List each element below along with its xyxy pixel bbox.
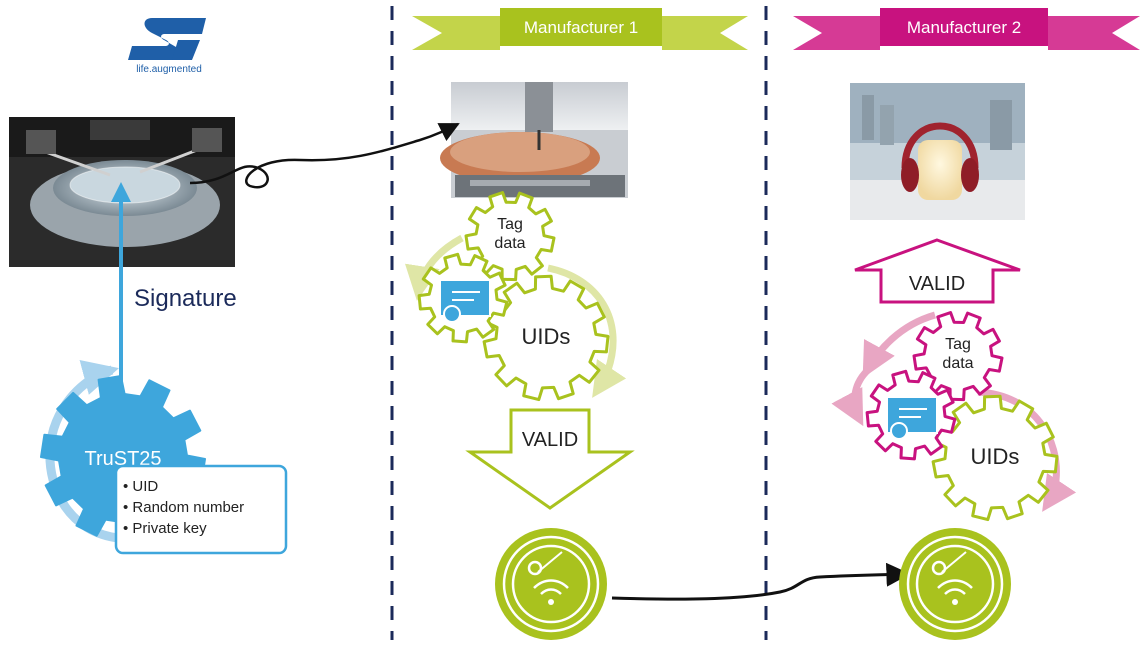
machine-photo — [440, 82, 628, 198]
trust25-title: TruST25 — [84, 448, 161, 470]
mfr1-valid-label: VALID — [522, 429, 578, 451]
mfr1-tag-data-line2: data — [494, 235, 525, 252]
feature-uid: • UID — [123, 478, 158, 495]
mfr1-cycle-arc-right — [547, 264, 627, 398]
st-logo: life.augmented — [128, 18, 206, 75]
trust25-feature-box — [114, 464, 288, 555]
manufacturer-1-banner: Manufacturer 1 — [412, 8, 748, 50]
mfr2-uids-label: UIDs — [971, 444, 1020, 469]
mfr2-valid-label: VALID — [909, 273, 965, 295]
product-photo — [850, 83, 1025, 220]
manufacturer-2-label: Manufacturer 2 — [907, 18, 1021, 37]
manufacturer-2-banner: Manufacturer 2 — [793, 8, 1140, 50]
mfr2-tag-data-line1: Tag — [945, 336, 971, 353]
signature-label: Signature — [134, 285, 237, 312]
nfc-tag-icon-mfr2 — [899, 528, 1011, 640]
m1UidGear-shape — [482, 274, 610, 402]
m2UidGear-shape — [931, 394, 1059, 522]
mfr1-tag-data-gear — [464, 191, 556, 282]
mfr2-certificate-icon — [886, 396, 938, 440]
mfr1-uids-label: UIDs — [522, 324, 571, 349]
feature-private-key: • Private key — [123, 520, 207, 537]
mfr2-tag-data-line2: data — [942, 355, 973, 372]
mfr2-uids-gear — [931, 394, 1059, 522]
mfr1-valid-arrow — [465, 408, 635, 510]
mfr1-certificate-icon — [439, 279, 491, 323]
manufacturer-1-label: Manufacturer 1 — [524, 18, 638, 37]
mfr1-cycle-arc-top — [404, 234, 464, 301]
transfer-arrow-mfr1-to-mfr2 — [611, 562, 911, 601]
mfr1-tag-data-line1: Tag — [497, 216, 523, 233]
transfer-arrow-probe-to-machine — [189, 122, 460, 189]
feature-random-number: • Random number — [123, 499, 244, 516]
m1TagGear-shape — [464, 191, 556, 282]
mfr2-cycle-arc-left — [831, 367, 871, 427]
nfc-tag-icon-mfr1 — [495, 528, 607, 640]
mfr2-cycle-arc-top — [862, 311, 937, 379]
mfr2-valid-arrow — [854, 238, 1021, 304]
logo-tagline: life.augmented — [136, 64, 202, 75]
mfr1-uids-gear — [482, 274, 610, 402]
